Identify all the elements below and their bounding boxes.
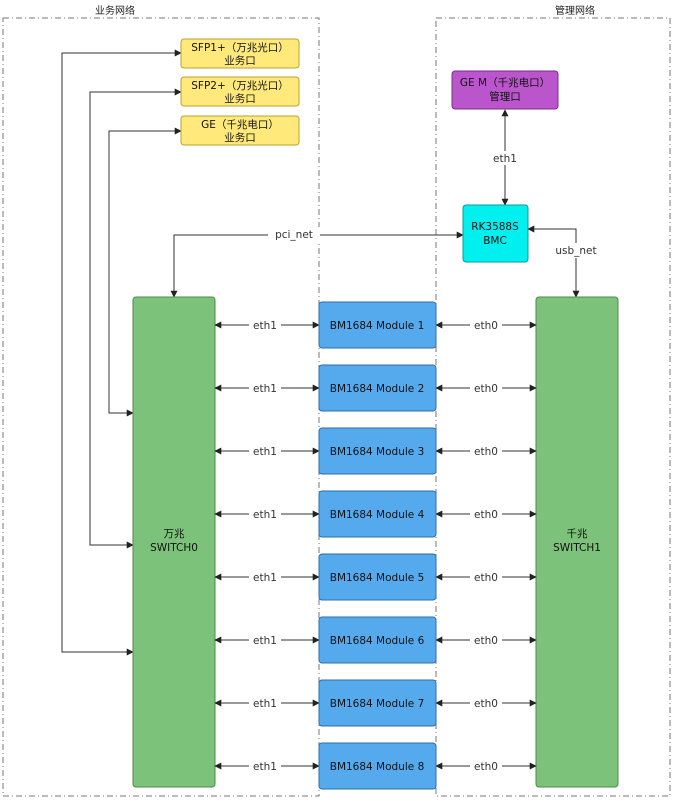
module-eth0-label: eth0 [474, 635, 498, 647]
port-ge-role: 业务口 [224, 131, 256, 144]
module-label: BM1684 Module 7 [330, 698, 425, 710]
module-row-2: eth1 eth0 BM1684 Module 2 [214, 364, 537, 412]
module-box [318, 679, 437, 727]
module-eth1-label: eth1 [253, 635, 277, 647]
module-eth0-label: eth0 [474, 572, 498, 584]
pci-net-link [170, 231, 464, 298]
module-eth0-label: eth0 [474, 509, 498, 521]
module-row-4: eth1 eth0 BM1684 Module 4 [214, 490, 537, 538]
module-eth1-label: eth1 [253, 761, 277, 773]
port-sfp1: SFP1+（万兆光口） 业务口 [180, 38, 300, 69]
module-eth1-label: eth1 [253, 698, 277, 710]
ge-mgmt-role: 管理口 [489, 90, 521, 103]
bmc-label: BMC [483, 235, 507, 247]
module-row-7: eth1 eth0 BM1684 Module 7 [214, 679, 537, 727]
port-sfp1-name: SFP1+（万兆光口） [191, 41, 289, 54]
management-network-label: 管理网络 [555, 4, 595, 17]
module-eth1-label: eth1 [253, 572, 277, 584]
usb-net-link [527, 225, 580, 298]
module-row-6: eth1 eth0 BM1684 Module 6 [214, 616, 537, 664]
port-sfp2-name: SFP2+（万兆光口） [191, 79, 289, 92]
module-label: BM1684 Module 6 [330, 635, 425, 647]
bmc-eth1-label: eth1 [493, 153, 517, 165]
module-label: BM1684 Module 5 [330, 572, 425, 584]
module-label: BM1684 Module 2 [330, 383, 425, 395]
module-eth1-label: eth1 [253, 509, 277, 521]
module-eth0-label: eth0 [474, 446, 498, 458]
module-label: BM1684 Module 3 [330, 446, 425, 458]
module-row-3: eth1 eth0 BM1684 Module 3 [214, 427, 537, 475]
module-label: BM1684 Module 1 [330, 320, 425, 332]
bmc-chip-name: RK3588S [471, 221, 519, 233]
port-ge: GE（千兆电口） 业务口 [180, 115, 300, 146]
module-box [318, 553, 437, 601]
pci-net-label: pci_net [275, 229, 313, 241]
module-eth0-label: eth0 [474, 320, 498, 332]
port-sfp1-role: 业务口 [224, 54, 256, 67]
module-box [318, 490, 437, 538]
switch0-box: 万兆 SWITCH0 [132, 296, 216, 788]
ge-mgmt-name: GE M（千兆电口） [460, 76, 550, 89]
usb-net-label: usb_net [555, 245, 596, 257]
port-sfp2: SFP2+（万兆光口） 业务口 [180, 76, 300, 107]
port-sfp2-role: 业务口 [224, 92, 256, 105]
port-connectors [61, 49, 182, 656]
module-label: BM1684 Module 8 [330, 761, 425, 773]
module-label: BM1684 Module 4 [330, 509, 425, 521]
module-row-8: eth1 eth0 BM1684 Module 8 [214, 742, 537, 790]
module-eth0-label: eth0 [474, 698, 498, 710]
module-eth1-label: eth1 [253, 320, 277, 332]
port-ge-name: GE（千兆电口） [201, 118, 279, 131]
switch0-speed: 万兆 [164, 528, 185, 540]
ge-mgmt-port: GE M（千兆电口） 管理口 [451, 70, 559, 110]
switch0-name: SWITCH0 [150, 542, 198, 554]
module-eth0-label: eth0 [474, 383, 498, 395]
module-box [318, 364, 437, 412]
module-row-1: eth1 eth0 BM1684 Module 1 [214, 301, 537, 349]
module-eth1-label: eth1 [253, 446, 277, 458]
switch1-name: SWITCH1 [553, 542, 601, 554]
module-row-5: eth1 eth0 BM1684 Module 5 [214, 553, 537, 601]
module-box [318, 427, 437, 475]
module-eth1-label: eth1 [253, 383, 277, 395]
module-box [318, 616, 437, 664]
switch1-box: 千兆 SWITCH1 [535, 296, 619, 788]
module-box [318, 742, 437, 790]
switch1-speed: 千兆 [567, 528, 588, 540]
business-network-label: 业务网络 [95, 4, 135, 17]
bmc-box: RK3588S BMC [462, 204, 529, 263]
module-eth0-label: eth0 [474, 761, 498, 773]
module-box [318, 301, 437, 349]
